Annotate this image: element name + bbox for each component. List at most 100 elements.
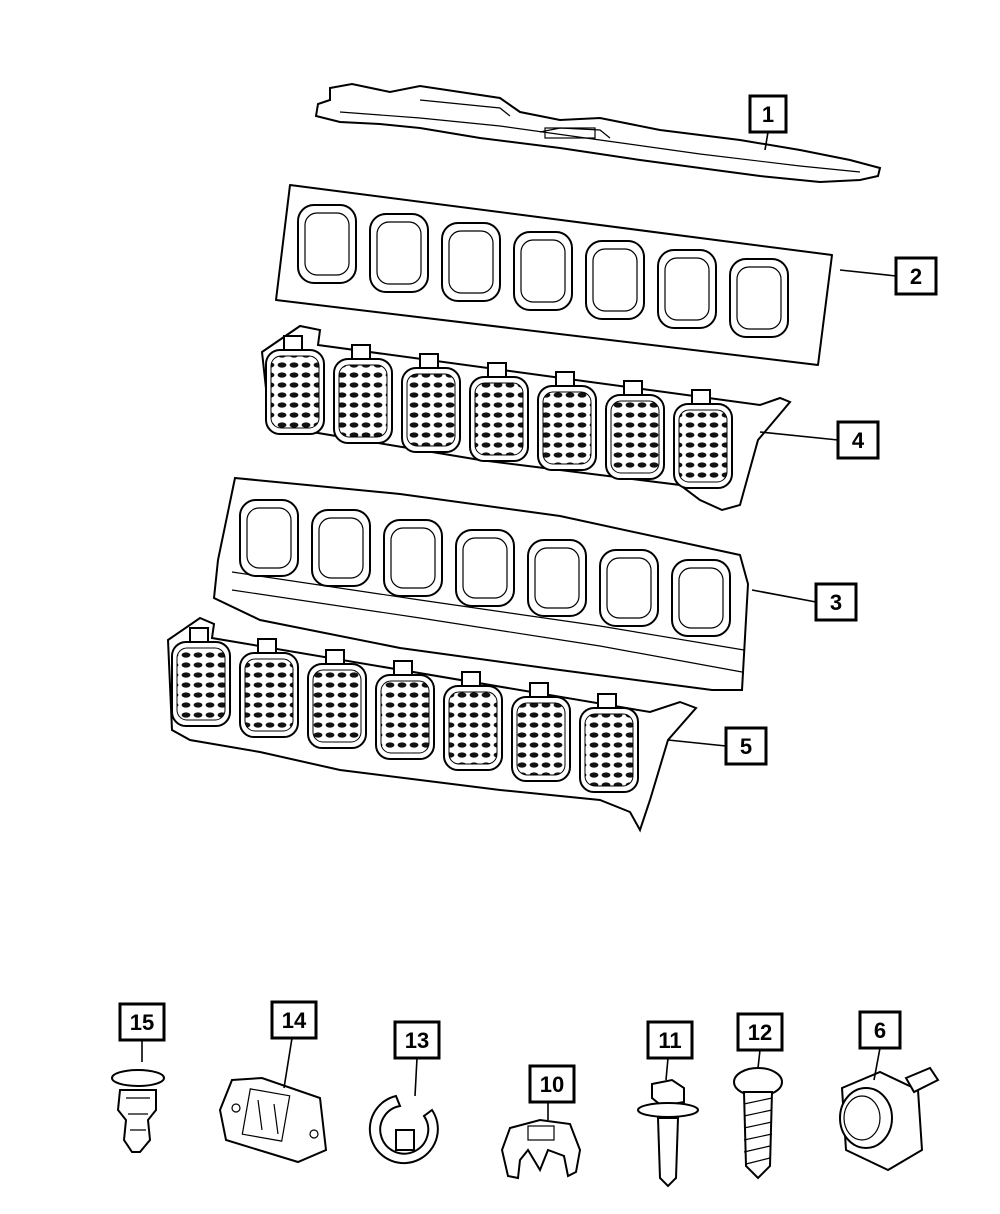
front-camera-module xyxy=(839,1066,940,1172)
grille-mesh xyxy=(176,647,226,721)
mount-tab xyxy=(691,389,711,405)
callout-number: 6 xyxy=(874,1018,886,1043)
grille-mesh xyxy=(338,364,388,438)
push-pin-fastener xyxy=(111,1069,165,1153)
callout-box xyxy=(118,1002,166,1042)
leader-line xyxy=(283,1037,293,1089)
callout-box xyxy=(646,1020,694,1060)
callout-number: 14 xyxy=(282,1008,307,1033)
mounting-bracket xyxy=(218,1076,328,1164)
callout-box xyxy=(814,582,858,622)
frame-opening-inner xyxy=(318,517,364,579)
lower-mesh-grille xyxy=(166,616,698,833)
leader-line xyxy=(667,739,727,747)
mount-tab xyxy=(351,344,371,360)
callout-13: 13 xyxy=(393,1020,441,1097)
grille-mesh xyxy=(312,669,362,743)
callout-number: 2 xyxy=(910,264,922,289)
leader-line xyxy=(764,131,769,151)
frame-opening xyxy=(455,529,515,607)
callout-box xyxy=(858,1010,902,1050)
mount-tab xyxy=(283,335,303,351)
ring-frame xyxy=(297,204,357,284)
callout-box xyxy=(748,94,788,134)
mount-tab xyxy=(597,693,617,709)
grille-mesh xyxy=(474,382,524,456)
frame-opening-inner xyxy=(246,507,292,569)
callout-box xyxy=(736,1012,784,1052)
retainer-clip xyxy=(368,1094,439,1165)
grille-ring-set xyxy=(275,184,833,366)
grille-mesh xyxy=(270,355,320,429)
frame-opening xyxy=(239,499,299,577)
ring-frame xyxy=(657,249,717,329)
ring-frame xyxy=(369,213,429,293)
frame-opening xyxy=(671,559,731,637)
callout-number: 13 xyxy=(405,1028,429,1053)
frame-opening-inner xyxy=(390,527,436,589)
callout-number: 4 xyxy=(852,428,865,453)
grille-mesh xyxy=(380,680,430,754)
callout-3: 3 xyxy=(751,582,858,622)
frame-opening xyxy=(527,539,587,617)
leader-line xyxy=(759,431,839,441)
callout-1: 1 xyxy=(748,94,788,151)
grille-mesh xyxy=(542,391,592,465)
mount-tab xyxy=(461,671,481,687)
mount-tab xyxy=(555,371,575,387)
ring-frame xyxy=(729,258,789,338)
mount-tab xyxy=(189,627,209,643)
leader-line xyxy=(414,1057,418,1097)
callout-number: 10 xyxy=(540,1072,564,1097)
callout-number: 12 xyxy=(748,1020,772,1045)
callout-2: 2 xyxy=(839,256,938,296)
ring-inner xyxy=(448,230,494,294)
mount-tab xyxy=(623,380,643,396)
leader-line xyxy=(839,269,897,277)
leader-line xyxy=(751,589,817,603)
grille-mesh xyxy=(448,691,498,765)
callout-number: 1 xyxy=(762,102,774,127)
ring-inner xyxy=(304,212,350,276)
callout-number: 5 xyxy=(740,734,752,759)
mount-tab xyxy=(393,660,413,676)
callout-box xyxy=(894,256,938,296)
tapping-screw xyxy=(733,1067,783,1180)
grille-mesh xyxy=(244,658,294,732)
callout-4: 4 xyxy=(759,420,880,460)
mount-tab xyxy=(325,649,345,665)
ring-inner xyxy=(736,266,782,330)
ring-inner xyxy=(664,257,710,321)
ring-frame xyxy=(585,240,645,320)
grille-mesh xyxy=(584,713,634,787)
frame-opening xyxy=(599,549,659,627)
upper-cover-panel xyxy=(314,82,882,184)
u-nut-clip xyxy=(500,1118,582,1180)
mount-tab xyxy=(529,682,549,698)
callout-14: 14 xyxy=(270,1000,318,1089)
frame-opening xyxy=(311,509,371,587)
ring-inner xyxy=(520,239,566,303)
grille-mesh xyxy=(610,400,660,474)
grille-mesh xyxy=(516,702,566,776)
callout-15: 15 xyxy=(118,1002,166,1062)
callout-number: 15 xyxy=(130,1010,154,1035)
ring-frame xyxy=(513,231,573,311)
grille-mesh xyxy=(406,373,456,447)
callout-11: 11 xyxy=(646,1020,694,1081)
frame-opening-inner xyxy=(462,537,508,599)
callout-5: 5 xyxy=(667,726,768,766)
frame-opening xyxy=(383,519,443,597)
callout-box xyxy=(393,1020,441,1060)
callout-number: 3 xyxy=(830,590,842,615)
leader-line xyxy=(873,1047,881,1081)
callout-box xyxy=(724,726,768,766)
frame-opening-inner xyxy=(606,557,652,619)
callout-6: 6 xyxy=(858,1010,902,1081)
callout-12: 12 xyxy=(736,1012,784,1069)
grille-mesh xyxy=(678,409,728,483)
leader-line xyxy=(665,1057,669,1081)
ring-inner xyxy=(376,221,422,285)
hex-bolt xyxy=(637,1078,699,1188)
